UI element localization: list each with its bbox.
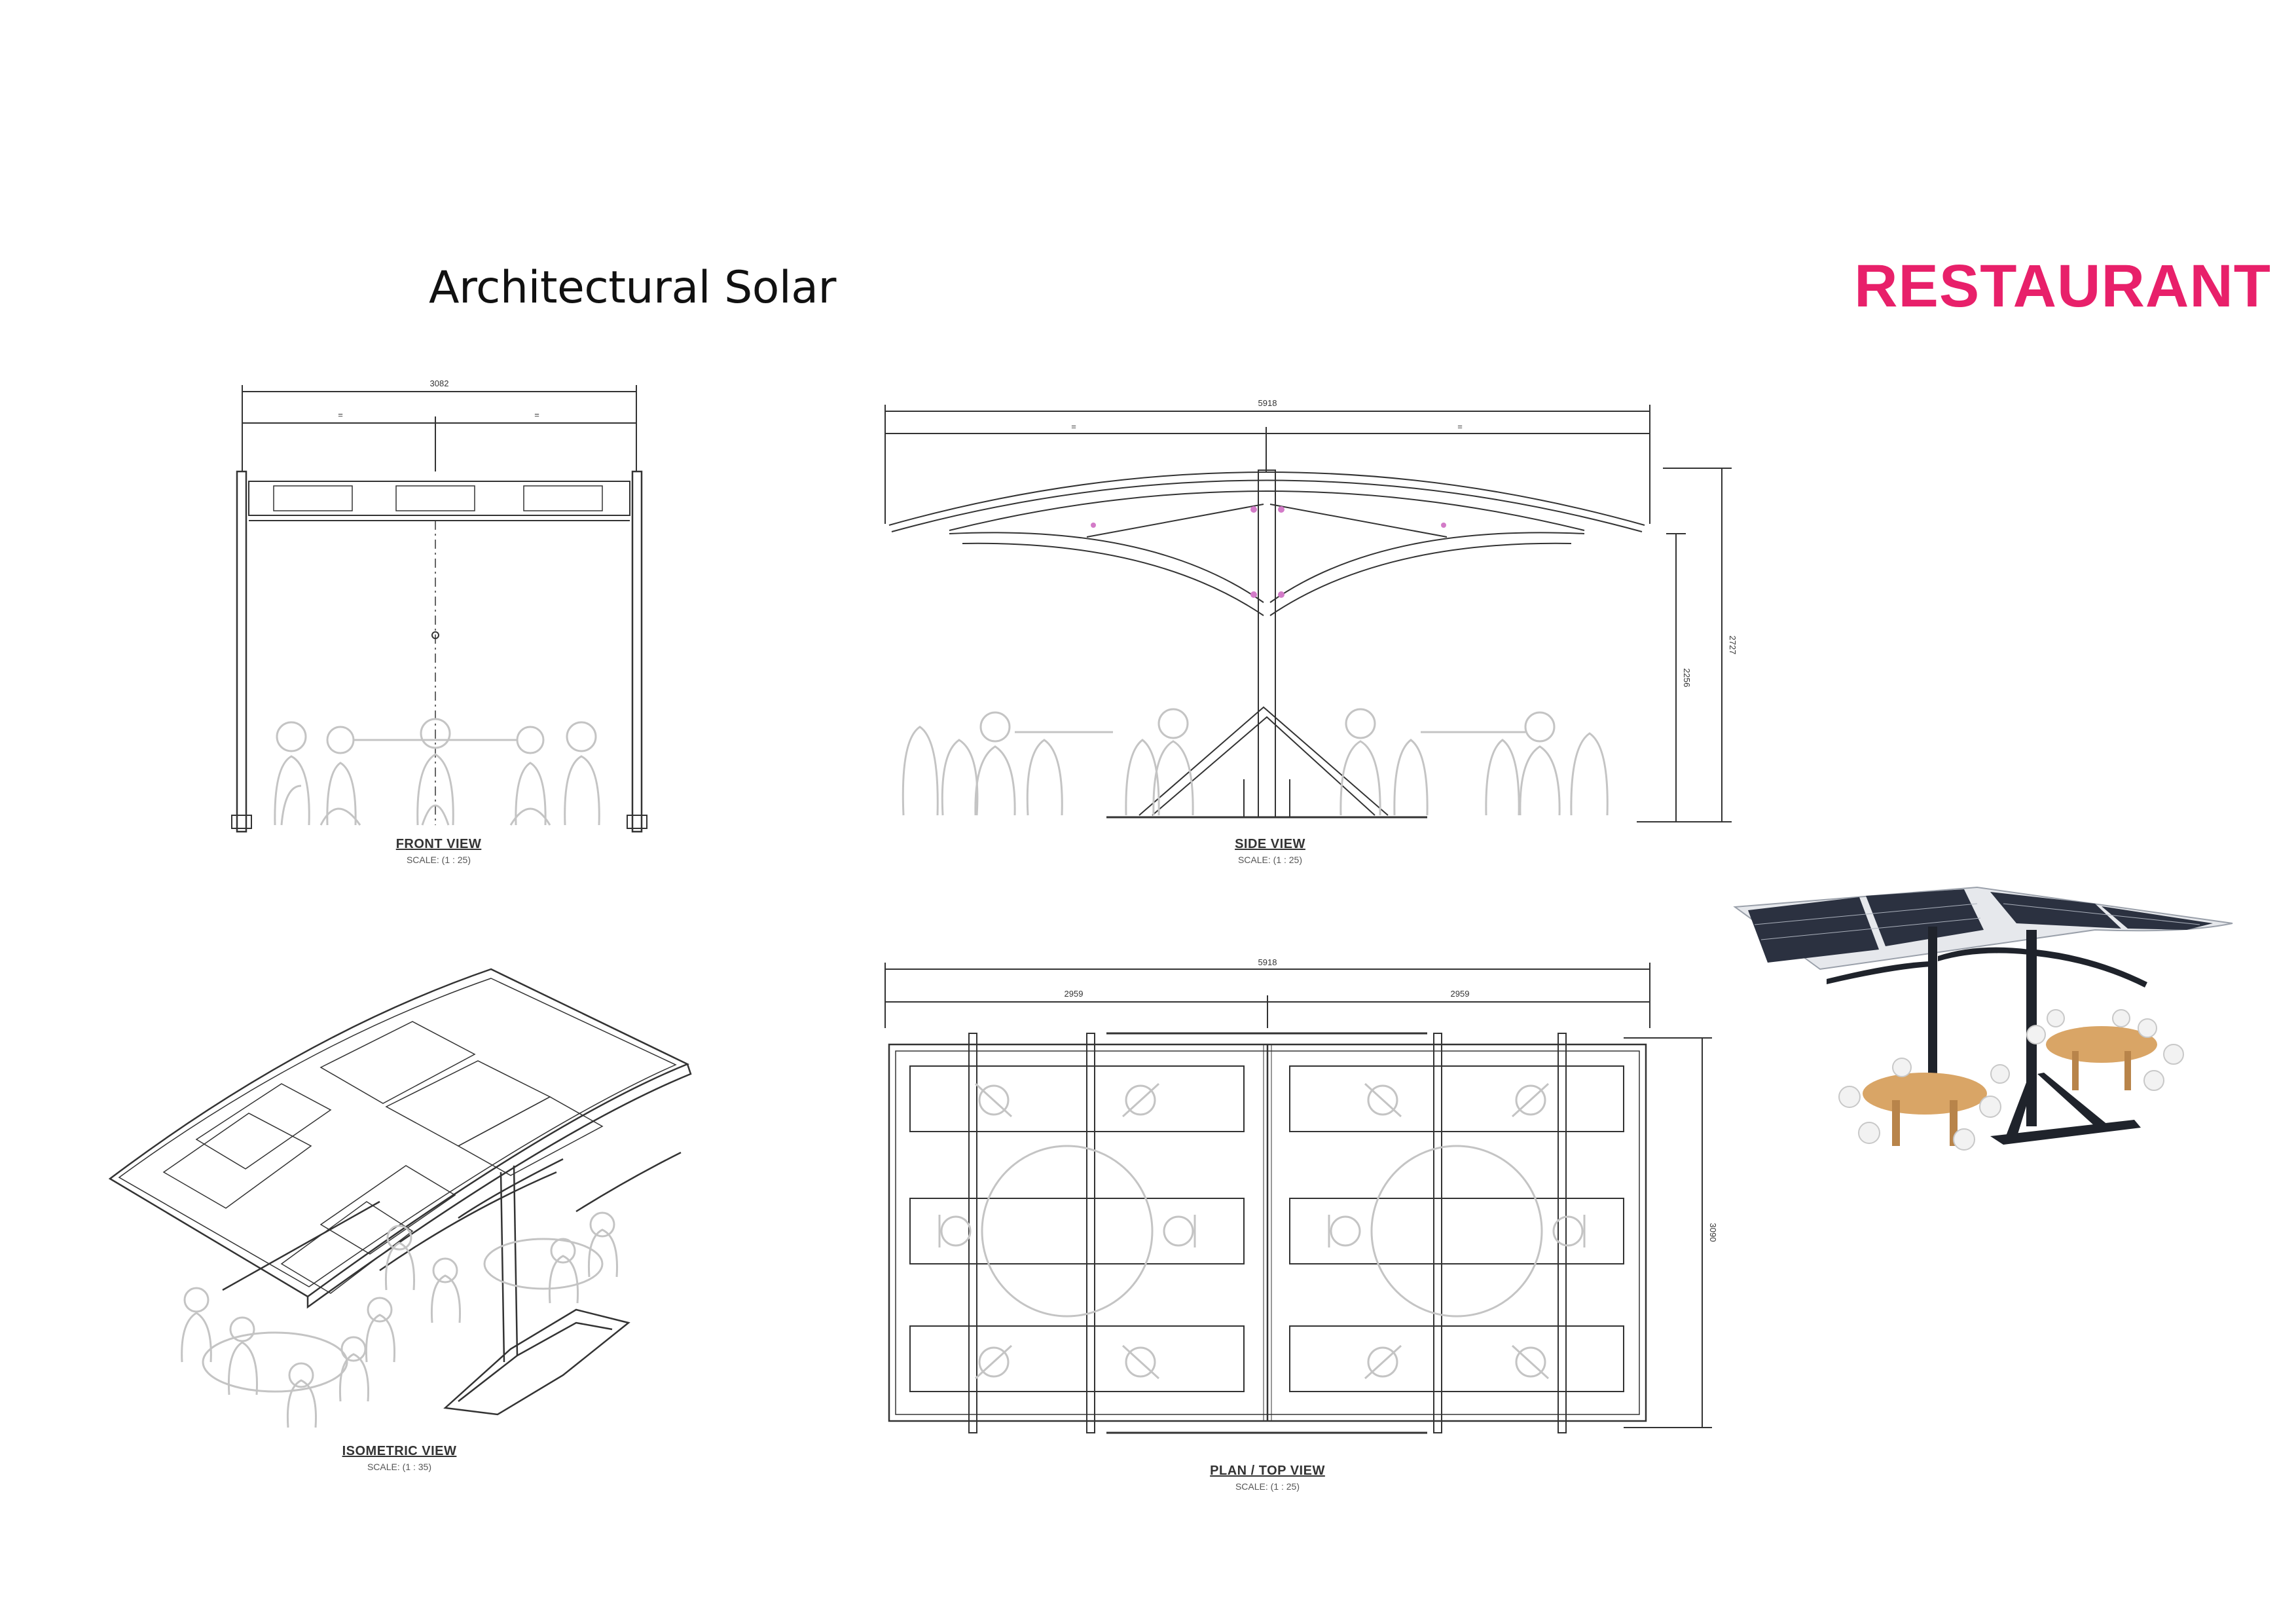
page-title: Architectural Solar [429,262,836,314]
front-view-scale: SCALE: (1 : 25) [406,855,471,865]
plan-half-b: 2959 [1451,989,1470,999]
front-view-drawing [231,385,647,833]
plan-width-dim: 5918 [1258,957,1277,967]
side-height-b: 2727 [1728,636,1738,655]
side-view-drawing [884,405,1732,822]
front-width-dim: 3082 [430,378,449,388]
plan-half-a: 2959 [1065,989,1084,999]
front-view-label: FRONT VIEW SCALE: (1 : 25) [334,837,543,865]
side-dim-labels: 5918 = = 2256 2727 [1071,398,1738,688]
plan-depth-dim: 3090 [1708,1223,1718,1242]
restaurant-render [1733,886,2233,1151]
side-half-a: = [1071,422,1076,432]
plan-view-scale: SCALE: (1 : 25) [1235,1481,1300,1492]
side-view-label: SIDE VIEW SCALE: (1 : 25) [1165,837,1375,865]
isometric-view-drawing [108,968,692,1428]
plan-dim-labels: 5918 2959 2959 3090 [1065,957,1718,1242]
side-height-a: 2256 [1682,669,1692,688]
front-view-name: FRONT VIEW [395,837,482,851]
front-dim-labels: 3082 = = [338,378,539,420]
side-view-name: SIDE VIEW [1235,837,1305,851]
plan-view-name: PLAN / TOP VIEW [1210,1464,1325,1478]
side-view-scale: SCALE: (1 : 25) [1237,855,1303,865]
isometric-view-scale: SCALE: (1 : 35) [367,1462,432,1472]
front-half-b: = [534,410,539,420]
isometric-view-name: ISOMETRIC VIEW [342,1444,457,1458]
plan-view-label: PLAN / TOP VIEW SCALE: (1 : 25) [1163,1464,1372,1492]
plan-view-drawing [884,963,1712,1434]
side-half-b: = [1457,422,1463,432]
side-width-dim: 5918 [1258,398,1277,408]
isometric-view-label: ISOMETRIC VIEW SCALE: (1 : 35) [295,1444,504,1472]
front-half-a: = [338,410,343,420]
product-title: RESTAURANT [1854,253,2271,320]
